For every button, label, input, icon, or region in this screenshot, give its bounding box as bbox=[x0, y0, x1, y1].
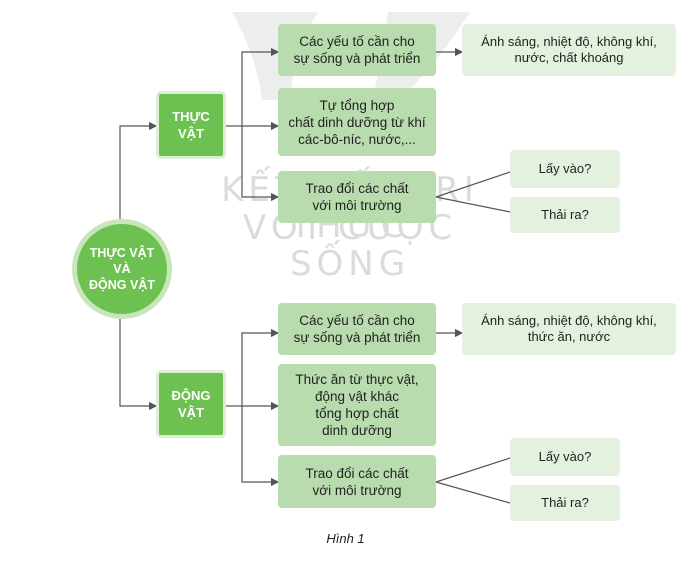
plant-factors-box: Các yếu tố cần cho sự sống và phát triển bbox=[278, 24, 436, 76]
animal-factors-detail-box: Ánh sáng, nhiệt độ, không khí, thức ăn, … bbox=[462, 303, 676, 355]
animal-exchange-box: Trao đổi các chất với môi trường bbox=[278, 455, 436, 508]
plant-output-box: Thải ra? bbox=[510, 197, 620, 233]
animal-node: ĐỘNG VẬT bbox=[156, 370, 226, 438]
root-node: THỰC VẬT VÀ ĐỘNG VẬT bbox=[72, 219, 172, 319]
plant-exchange-box: Trao đổi các chất với môi trường bbox=[278, 171, 436, 223]
plant-intake-box: Lấy vào? bbox=[510, 150, 620, 188]
plant-nutrition-box: Tự tổng hợp chất dinh dưỡng từ khí các-b… bbox=[278, 88, 436, 156]
plant-node: THỰC VẬT bbox=[156, 91, 226, 159]
animal-output-box: Thải ra? bbox=[510, 485, 620, 521]
figure-caption: Hình 1 bbox=[326, 531, 365, 546]
animal-intake-box: Lấy vào? bbox=[510, 438, 620, 476]
animal-nutrition-box: Thức ăn từ thực vật, động vật khác tổng … bbox=[278, 364, 436, 446]
plant-factors-detail-box: Ánh sáng, nhiệt độ, không khí, nước, chấ… bbox=[462, 24, 676, 76]
animal-factors-box: Các yếu tố cần cho sự sống và phát triển bbox=[278, 303, 436, 355]
